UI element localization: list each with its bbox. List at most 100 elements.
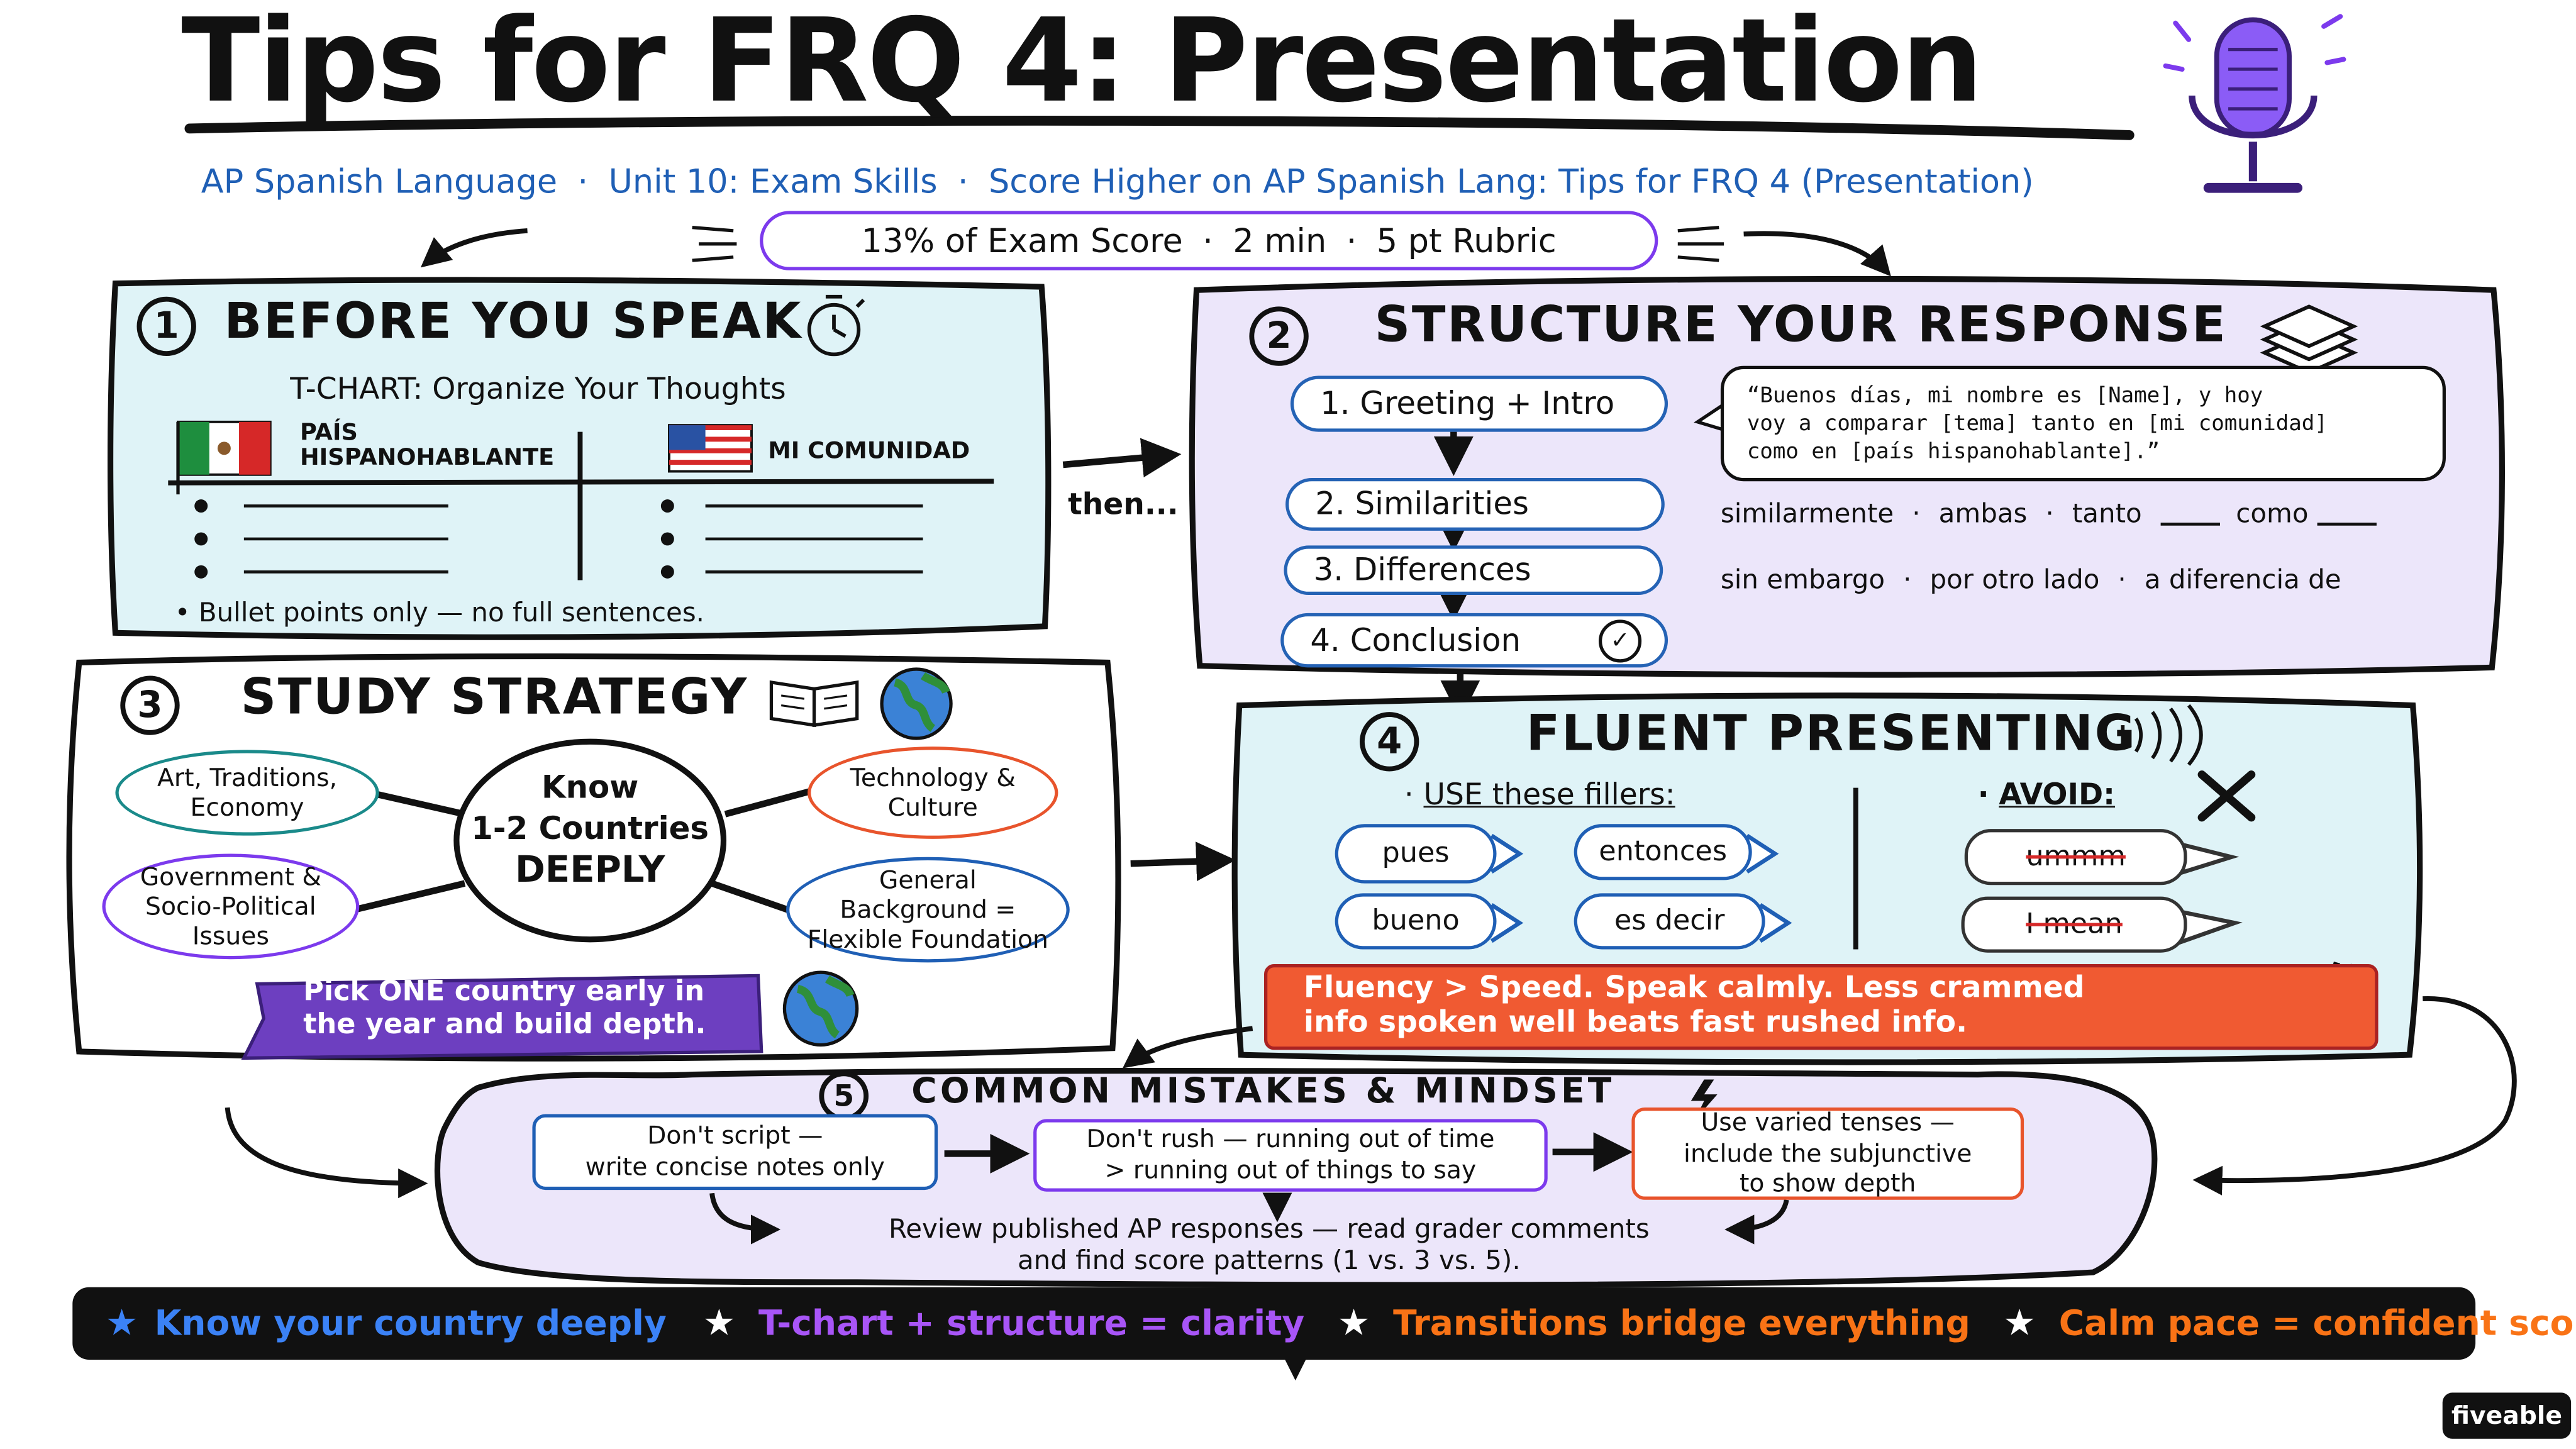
quote-line: como en [país hispanohablante].” — [1746, 440, 2160, 465]
tchart-title: T-CHART: Organize Your Thoughts — [290, 372, 786, 408]
use-fillers-label: ·USE these fillers: — [1404, 778, 1675, 813]
phrase: como — [2236, 497, 2309, 530]
star-icon: ★ — [2003, 1302, 2036, 1345]
center-line: 1-2 Countries — [471, 810, 709, 847]
avoid-word: I mean — [2026, 908, 2123, 941]
avoid-label: · AVOID: — [1978, 778, 2115, 813]
filler-entonces: entonces — [1574, 824, 1752, 880]
x-mark-icon — [2197, 770, 2256, 822]
mistake-line: Use varied tenses — — [1701, 1107, 1955, 1137]
tchart-left-line1: PAÍS — [299, 420, 358, 447]
breadcrumb-separator: · — [577, 161, 589, 201]
section2-title: STRUCTURE YOUR RESPONSE — [1374, 296, 2228, 355]
quote-line: “Buenos días, mi nombre es [Name], y hoy — [1746, 384, 2263, 409]
microphone-icon — [2163, 14, 2346, 193]
topic-line: Government & — [140, 862, 322, 892]
mistake-line: > running out of things to say — [1104, 1155, 1477, 1185]
topic-art-traditions: Art, Traditions,Economy — [115, 750, 379, 836]
breadcrumb: AP Spanish Language · Unit 10: Exam Skil… — [201, 162, 2034, 201]
takeaway-tchart: T-chart + structure = clarity — [758, 1303, 1305, 1343]
breadcrumb-separator: · — [957, 161, 969, 201]
tip-line: the year and build depth. — [303, 1009, 706, 1043]
mistake-tenses: Use varied tenses —include the subjuncti… — [1631, 1108, 2024, 1200]
tchart-left-line2: HISPANOHABLANTE — [299, 445, 555, 472]
takeaway-pace: Calm pace = confident score — [2058, 1303, 2576, 1343]
tchart-note: • Bullet points only — no full sentences… — [174, 596, 705, 628]
review-tip: Review published AP responses — read gra… — [725, 1213, 1813, 1277]
step-greeting: 1. Greeting + Intro — [1290, 375, 1668, 432]
section3-number: 3 — [120, 675, 180, 735]
greeting-example-quote: “Buenos días, mi nombre es [Name], y hoy… — [1720, 365, 2446, 482]
phrase-separator: · — [2045, 497, 2054, 530]
center-line: Know — [541, 769, 639, 806]
breadcrumb-unit[interactable]: Unit 10: Exam Skills — [608, 161, 938, 201]
topic-line: Flexible Foundation — [807, 924, 1048, 955]
page-title: Tips for FRQ 4: Presentation — [181, 0, 1983, 129]
mistake-line: to show depth — [1740, 1169, 1916, 1199]
topic-line: General — [879, 865, 977, 895]
mindmap-center: Know 1-2 Countries DEEPLY — [467, 768, 714, 896]
topic-technology: Technology &Culture — [808, 747, 1058, 839]
avoid-ummm: ummm — [1964, 829, 2187, 886]
mistake-line: include the subjunctive — [1684, 1138, 1972, 1169]
takeaway-transitions: Transitions bridge everything — [1393, 1303, 1970, 1343]
review-line: and find score patterns (1 vs. 3 vs. 5). — [1017, 1245, 1521, 1276]
exam-stats-pill: 13% of Exam Score · 2 min · 5 pt Rubric — [760, 211, 1658, 270]
book-icon — [769, 680, 859, 728]
mistake-scripting: Don't script —write concise notes only — [532, 1114, 938, 1191]
phrase-separator: · — [2118, 564, 2126, 596]
stat-rubric: 5 pt Rubric — [1376, 221, 1557, 261]
step-conclusion: 4. Conclusion ✓ — [1280, 613, 1668, 668]
avoid-i-mean: I mean — [1961, 896, 2187, 953]
lightning-icon — [1690, 1079, 1718, 1121]
label-dot: · — [1404, 777, 1414, 813]
footer-bar — [72, 1287, 2476, 1360]
avoid-label-text: AVOID: — [1999, 777, 2116, 813]
section2-number: 2 — [1249, 306, 1309, 366]
step-similarities: 2. Similarities — [1285, 477, 1665, 531]
stat-separator: · — [1202, 221, 1213, 261]
sound-waves-icon — [2121, 704, 2203, 766]
mistake-line: Don't script — — [647, 1121, 823, 1151]
phrase: similarmente — [1720, 497, 1894, 530]
breadcrumb-course[interactable]: AP Spanish Language — [201, 161, 558, 201]
star-icon: ★ — [1337, 1302, 1370, 1345]
phrase-separator: · — [1912, 497, 1921, 530]
phrase-separator: · — [1903, 564, 1912, 596]
banner-line: Fluency > Speed. Speak calmly. Less cram… — [1303, 970, 2085, 1006]
fiveable-logo[interactable]: fiveable — [2442, 1392, 2572, 1439]
star-icon: ★ — [702, 1302, 736, 1345]
topic-line: Issues — [192, 921, 269, 952]
phrase: sin embargo — [1720, 564, 1885, 596]
phrase: a diferencia de — [2144, 564, 2341, 596]
takeaway-country: Know your country deeply — [154, 1303, 667, 1343]
star-icon: ★ — [105, 1302, 138, 1345]
mistake-line: Don't rush — running out of time — [1086, 1124, 1495, 1155]
banner-line: info spoken well beats fast rushed info. — [1303, 1004, 1968, 1040]
stat-separator: · — [1346, 221, 1357, 261]
label-dot: · — [1977, 777, 1989, 813]
section3-title: STUDY STRATEGY — [240, 669, 748, 727]
topic-line: Socio-Political — [145, 891, 316, 921]
phrase: ambas — [1938, 497, 2028, 530]
topic-line: Art, Traditions, — [157, 763, 338, 793]
filler-pues: pues — [1335, 824, 1497, 884]
section5-number: 5 — [819, 1071, 869, 1121]
globe-icon — [880, 667, 953, 740]
study-tip-banner: Pick ONE country early in the year and b… — [303, 975, 814, 1061]
avoid-word: ummm — [2026, 840, 2126, 874]
step-differences: 3. Differences — [1284, 545, 1663, 596]
topic-line: Background = — [840, 894, 1016, 925]
breadcrumb-guide[interactable]: Score Higher on AP Spanish Lang: Tips fo… — [988, 161, 2034, 201]
topic-line: Culture — [887, 792, 978, 823]
topic-line: Economy — [190, 792, 304, 823]
tip-line: Pick ONE country early in — [303, 975, 705, 1009]
tchart-left-header: PAÍS HISPANOHABLANTE — [299, 420, 555, 473]
mistake-line: write concise notes only — [585, 1152, 885, 1182]
stopwatch-icon — [807, 294, 865, 357]
checkmark-icon: ✓ — [1598, 619, 1642, 662]
contrast-phrases: sin embargo · por otro lado · a diferenc… — [1721, 564, 2341, 595]
phrase: por otro lado — [1929, 564, 2100, 596]
